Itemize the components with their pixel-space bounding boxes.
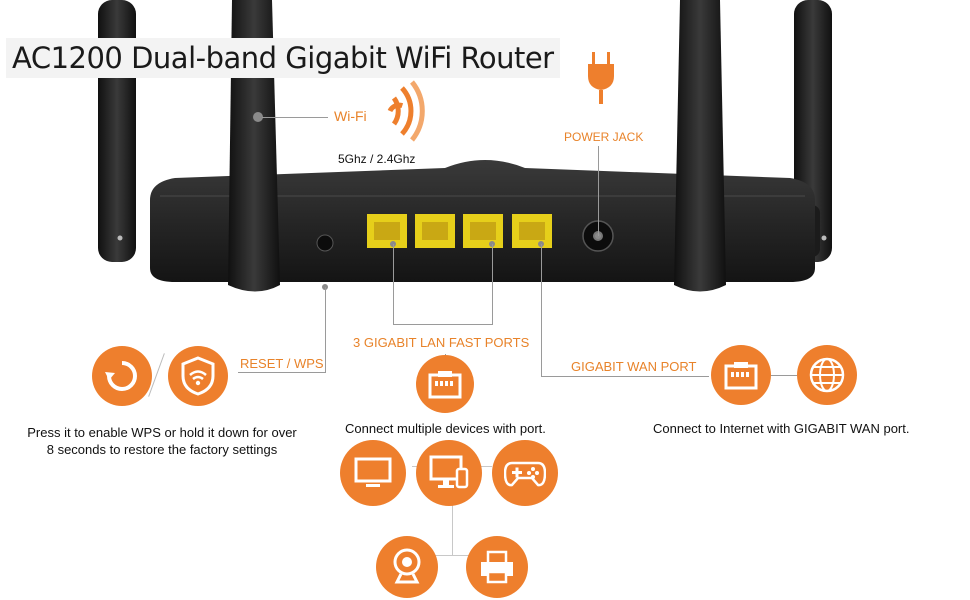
lan-port-1: [367, 214, 407, 248]
printer-icon: [466, 536, 528, 598]
antenna-right-inner: [674, 0, 726, 292]
lan-port-2: [415, 214, 455, 248]
wps-shield-icon: [168, 346, 228, 406]
wan-caption: Connect to Internet with GIGABIT WAN por…: [653, 421, 910, 436]
reset-wps-label: RESET / WPS: [240, 356, 324, 371]
wps-reset-button: [316, 234, 334, 252]
lan-ports-label: 3 GIGABIT LAN FAST PORTS: [353, 335, 530, 350]
power-jack-label: POWER JACK: [564, 130, 644, 144]
webcam-icon: [376, 536, 438, 598]
reset-caption: Press it to enable WPS or hold it down f…: [0, 424, 324, 458]
reset-caption-line1: Press it to enable WPS or hold it down f…: [27, 425, 297, 440]
wifi-label: Wi-Fi: [334, 108, 367, 124]
wan-ethernet-icon: [711, 345, 771, 405]
page-title: AC1200 Dual-band Gigabit WiFi Router: [6, 38, 560, 78]
lan-port-3: [463, 214, 503, 248]
reset-caption-line2: 8 seconds to restore the factory setting…: [46, 442, 278, 457]
wifi-signal-icon: [387, 80, 425, 142]
power-plug-icon: [588, 52, 614, 104]
ethernet-port-icon: [416, 355, 474, 413]
computer-phone-icon: [416, 440, 482, 506]
wan-port: [512, 214, 552, 248]
wifi-bands: 5Ghz / 2.4Ghz: [338, 152, 416, 166]
lan-caption: Connect multiple devices with port.: [345, 421, 546, 436]
wan-port-label: GIGABIT WAN PORT: [571, 359, 697, 374]
game-controller-icon: [492, 440, 558, 506]
reset-icon: [92, 346, 152, 406]
globe-internet-icon: [797, 345, 857, 405]
tv-icon: [340, 440, 406, 506]
wifi-pointer-dot: [253, 112, 263, 122]
